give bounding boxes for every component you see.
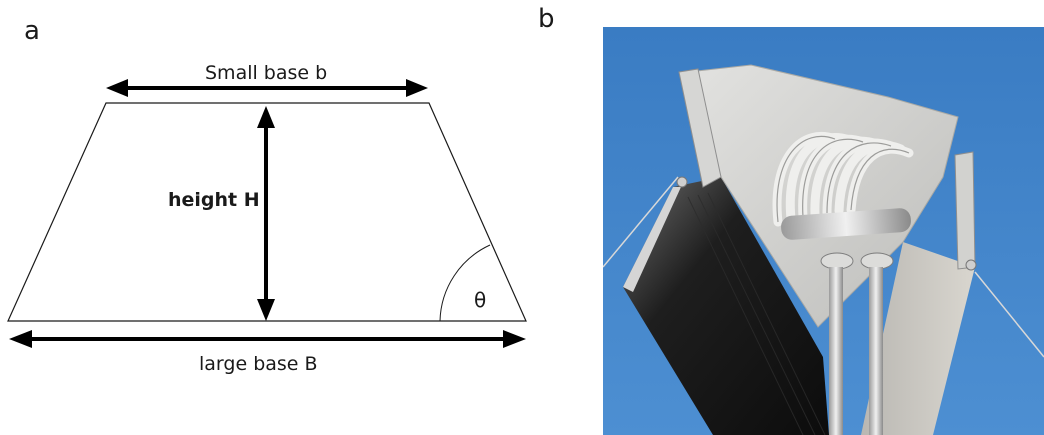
large-base-arrow [9,330,526,348]
height-label: height H [168,189,260,211]
trapezoid-diagram [7,79,527,348]
height-arrow [257,106,275,321]
panel-a-label: a [24,16,40,46]
angle-arc [439,244,491,322]
collector-photo [603,27,1044,435]
panel-b-label: b [538,4,555,34]
small-base-label: Small base b [205,62,328,84]
trapezoid-shape [7,102,527,322]
small-base-arrow [106,79,428,97]
large-base-label: large base B [199,353,318,375]
angle-theta-label: θ [474,288,487,312]
